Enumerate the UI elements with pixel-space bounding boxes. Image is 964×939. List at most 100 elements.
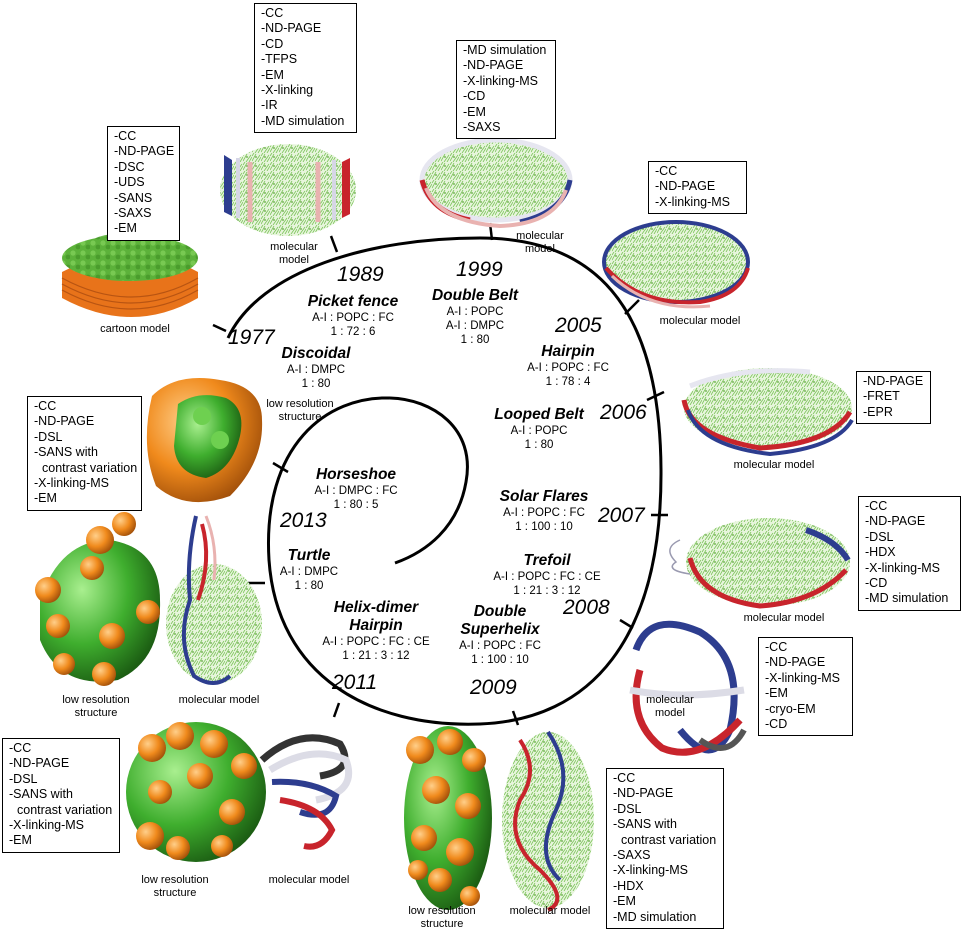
method-item: -ND-PAGE <box>261 21 322 36</box>
method-item: -MD simulation <box>261 113 345 128</box>
composition-line: 1 : 72 : 6 <box>330 326 376 338</box>
method-item: -X-linking-MS <box>865 560 941 575</box>
method-item: -X-linking-MS <box>613 863 689 878</box>
composition-line: A-I : POPC : FC : CE <box>322 636 430 648</box>
method-item: -DSC <box>114 159 145 174</box>
method-item: -EM <box>9 833 32 848</box>
method-item: -ND-PAGE <box>9 756 70 771</box>
turtle-low-resolution-structure <box>35 512 161 686</box>
method-item: -UDS <box>114 175 145 190</box>
trefoil-molecular-model <box>629 620 747 756</box>
method-item: -FRET <box>863 389 900 404</box>
method-item: -X-linking-MS <box>655 194 731 209</box>
method-item: -X-linking-MS <box>34 476 110 491</box>
method-item: -CD <box>765 717 788 732</box>
method-item: -CC <box>114 129 137 143</box>
caption-line: molecular <box>646 694 694 706</box>
caption-low-resolution-structure: low resolution structure <box>46 694 146 720</box>
method-item: -CC <box>613 771 636 785</box>
caption-low-resolution-structure: low resolution structure <box>250 398 350 424</box>
method-item: -CD <box>865 576 888 591</box>
method-item: -TFPS <box>261 52 298 67</box>
composition-line: A-I : POPC <box>446 306 504 318</box>
method-item: -SANS with <box>9 787 73 802</box>
method-item: -ND-PAGE <box>765 655 826 670</box>
caption-line: low resolution <box>266 398 334 410</box>
caption-molecular-model: molecular model <box>630 694 710 720</box>
milestone-name: Hairpin <box>541 343 595 360</box>
method-item: -EM <box>114 221 137 236</box>
milestone-looped-belt: Looped Belt A-I : POPC 1 : 80 <box>482 406 596 452</box>
hairpin-molecular-model <box>602 220 750 309</box>
timeline-spiral-outer <box>226 236 663 726</box>
method-item: -EPR <box>863 404 893 419</box>
method-item: -HDX <box>613 878 644 893</box>
caption-molecular-model: molecular model <box>500 230 580 256</box>
milestone-name-line: Superhelix <box>460 621 540 638</box>
method-item: -IR <box>261 98 278 113</box>
double-belt-molecular-model <box>419 137 573 229</box>
caption-molecular-model: molecular model <box>659 315 741 327</box>
method-item: -CC <box>34 399 57 413</box>
method-item: -ND-PAGE <box>463 58 524 73</box>
caption-line: low resolution <box>141 874 209 886</box>
composition-line: A-I : DMPC <box>286 364 346 376</box>
method-item: -X-linking-MS <box>9 818 85 833</box>
methods-trefoil: -CC-ND-PAGE-X-linking-MS-EM-cryo-EM-CD <box>758 637 853 737</box>
picket-fence-molecular-model <box>220 144 356 236</box>
method-item: -EM <box>261 67 284 82</box>
method-item: -CC <box>261 6 284 20</box>
method-item: -ND-PAGE <box>34 414 95 429</box>
composition-line: 1 : 80 : 5 <box>333 499 379 511</box>
caption-line: structure <box>420 918 464 930</box>
caption-molecular-model: molecular model <box>268 874 350 886</box>
composition-line: 1 : 78 : 4 <box>545 376 591 388</box>
composition-line: 1 : 100 : 10 <box>515 521 573 533</box>
method-item: -MD simulation <box>613 909 697 924</box>
milestone-name: Discoidal <box>281 345 351 362</box>
method-item: contrast variation <box>17 802 113 817</box>
year-1977: 1977 <box>228 326 275 349</box>
method-item: -EM <box>463 104 486 119</box>
caption-molecular-model: molecular model <box>178 694 260 706</box>
milestone-name: Double Belt <box>431 287 519 304</box>
methods-double-belt: -MD simulation-ND-PAGE-X-linking-MS-CD-E… <box>456 40 556 140</box>
composition-line: A-I : POPC : FC <box>459 640 541 652</box>
double-superhelix-molecular-model <box>502 730 594 912</box>
milestone-solar-flares: Solar Flares A-I : POPC : FC 1 : 100 : 1… <box>486 488 602 534</box>
methods-picket-fence: -CC-ND-PAGE-CD-TFPS-EM-X-linking-IR-MD s… <box>254 3 357 134</box>
year-2006: 2006 <box>600 401 647 424</box>
milestone-discoidal: Discoidal A-I : DMPC 1 : 80 <box>256 345 376 391</box>
caption-line: molecular <box>516 230 564 242</box>
year-2013: 2013 <box>280 509 327 532</box>
methods-hairpin: -CC-ND-PAGE-X-linking-MS <box>648 161 747 215</box>
method-item: -EM <box>765 686 788 701</box>
method-item: -SAXS <box>114 206 152 221</box>
method-item: -CC <box>865 499 888 513</box>
caption-low-resolution-structure: low resolution structure <box>392 905 492 931</box>
composition-line: A-I : DMPC <box>279 566 339 578</box>
caption-line: molecular <box>270 241 318 253</box>
composition-line: A-I : POPC : FC <box>527 362 609 374</box>
composition-line: 1 : 80 <box>301 378 331 390</box>
milestone-name-line: Hairpin <box>349 617 403 634</box>
milestone-name: Picket fence <box>307 293 399 310</box>
method-item: -SANS with <box>613 817 677 832</box>
method-item: -X-linking-MS <box>765 670 841 685</box>
method-item: -EM <box>34 491 57 506</box>
method-item: contrast variation <box>42 460 138 475</box>
composition-line: 1 : 80 <box>294 580 324 592</box>
method-item: -cryo-EM <box>765 701 816 716</box>
methods-solar-flares: -CC-ND-PAGE-DSL-HDX-X-linking-MS-CD-MD s… <box>858 496 961 611</box>
composition-line: 1 : 100 : 10 <box>471 654 529 666</box>
method-item: -HDX <box>865 545 896 560</box>
methods-looped-belt: -ND-PAGE-FRET-EPR <box>856 371 931 425</box>
milestone-turtle: Turtle A-I : DMPC 1 : 80 <box>262 547 356 593</box>
methods-discoidal: -CC-ND-PAGE-DSC-UDS-SANS-SAXS-EM <box>107 126 180 241</box>
milestone-picket-fence: Picket fence A-I : POPC : FC 1 : 72 : 6 <box>288 293 418 339</box>
caption-cartoon-model: cartoon model <box>100 323 170 335</box>
year-2009: 2009 <box>470 676 517 699</box>
caption-line: low resolution <box>62 694 130 706</box>
method-item: -SAXS <box>613 848 651 863</box>
caption-low-resolution-structure: low resolution structure <box>125 874 225 900</box>
